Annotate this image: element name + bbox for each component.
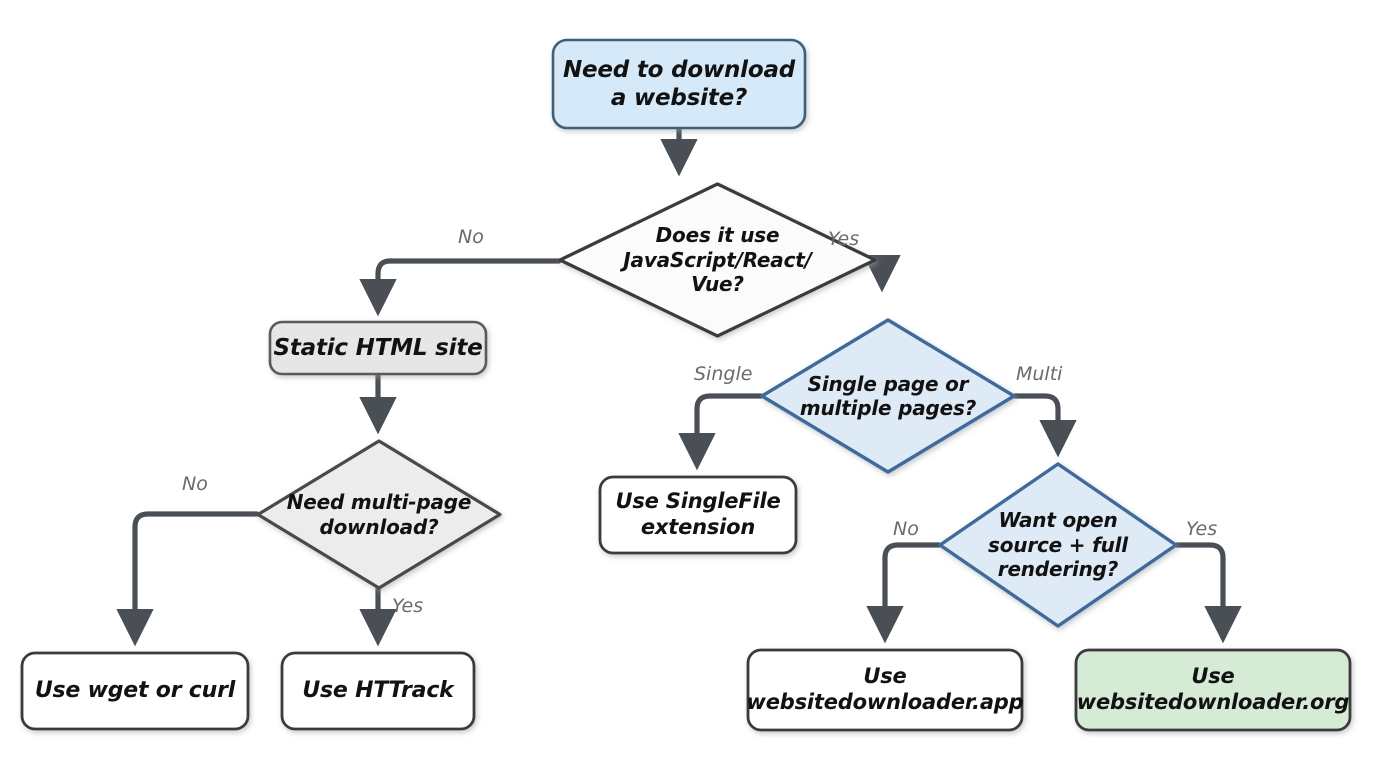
- edge-question-opensource-to-wd-app: [866, 542, 942, 644]
- edge-question-pages-to-singlefile: [678, 393, 764, 471]
- node-wd-app[interactable]: [746, 648, 1024, 732]
- edge-question-multipage-to-wget: [116, 511, 260, 647]
- node-wget[interactable]: [20, 651, 250, 731]
- node-singlefile[interactable]: [598, 475, 798, 555]
- edge-question-opensource-to-wd-org: [1174, 542, 1242, 644]
- node-wd-org[interactable]: [1074, 648, 1352, 732]
- node-question-opensource[interactable]: [938, 462, 1178, 628]
- edge-question-js-to-question-pages: [863, 254, 901, 293]
- edge-question-js-to-static-html: [359, 258, 562, 317]
- node-httrack[interactable]: [280, 651, 476, 731]
- node-question-js[interactable]: [558, 182, 877, 338]
- node-question-multipage[interactable]: [256, 439, 502, 590]
- edge-question-pages-to-question-opensource: [1012, 393, 1077, 458]
- node-static-html[interactable]: [268, 320, 488, 376]
- node-start[interactable]: [551, 38, 807, 130]
- node-question-pages[interactable]: [760, 318, 1016, 474]
